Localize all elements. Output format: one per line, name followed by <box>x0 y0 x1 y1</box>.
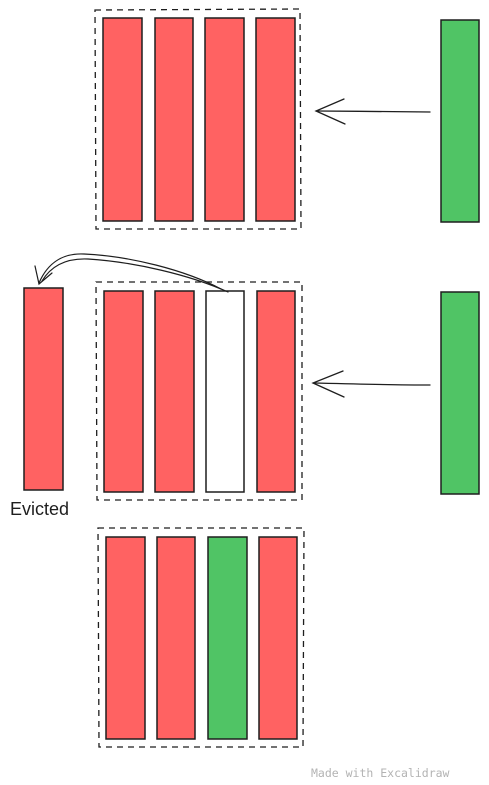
cache-slot-3-1 <box>105 536 146 740</box>
cache-box-2 <box>95 281 303 501</box>
incoming-item-1 <box>440 19 480 223</box>
cache-box-3 <box>97 527 305 748</box>
evicted-label: Evicted <box>10 499 69 519</box>
stage-1-cache-full <box>94 8 480 230</box>
cache-slot-2-4 <box>256 290 296 493</box>
cache-slot-1-1 <box>102 17 143 222</box>
stage-2-evict: Evicted <box>10 253 480 519</box>
incoming-item-2 <box>440 291 480 495</box>
cache-slot-2-3-empty <box>205 290 245 493</box>
eviction-arrow <box>34 253 229 293</box>
cache-box-1 <box>94 8 302 230</box>
arrow-2 <box>311 370 431 398</box>
cache-slot-3-2 <box>156 536 196 740</box>
cache-slot-2-2 <box>154 290 195 493</box>
cache-slot-3-4 <box>258 536 298 740</box>
cache-slot-1-2 <box>154 17 194 222</box>
arrow-1 <box>314 98 431 125</box>
stage-3-inserted <box>97 527 305 748</box>
cache-slot-1-4 <box>255 17 296 222</box>
watermark-text: Made with Excalidraw <box>311 766 450 780</box>
evicted-item <box>23 287 64 491</box>
cache-slot-2-1 <box>103 290 144 493</box>
cache-slot-3-3-inserted <box>207 536 248 740</box>
cache-slot-1-3 <box>204 17 245 222</box>
